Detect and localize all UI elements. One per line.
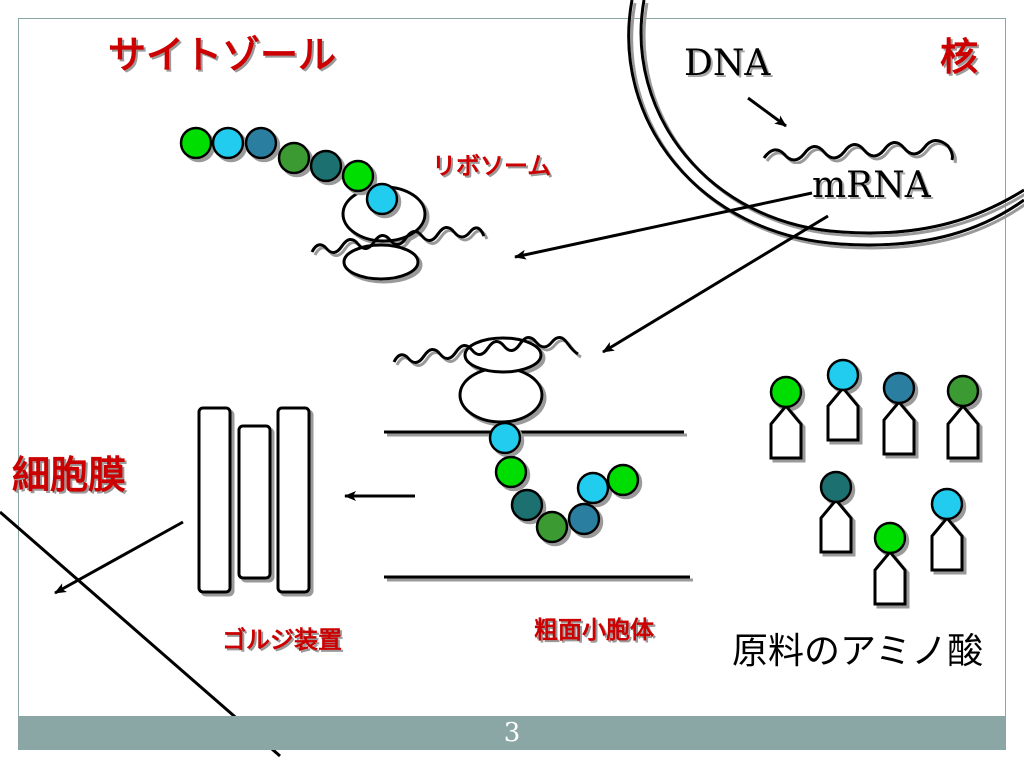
amino-acid <box>930 487 964 572</box>
amino-acid-bead <box>494 455 528 489</box>
dna-label: DNA <box>684 43 771 84</box>
amino-acid-bead <box>606 463 640 497</box>
cell-membrane-label: 細胞膜 <box>12 453 127 497</box>
amino-acid-bead <box>179 126 213 160</box>
nucleus-label: 核 <box>940 35 979 79</box>
free-amino-acids <box>769 358 980 606</box>
amino-acid-bead <box>341 159 375 193</box>
amino-acid <box>882 371 916 456</box>
amino-acids-label: 原料のアミノ酸 <box>732 631 984 672</box>
mrna-to-free-ribosome-arrow <box>514 191 813 260</box>
cytosol-label: サイトゾール <box>108 33 337 77</box>
golgi-to-membrane-arrow <box>54 520 184 595</box>
free-polypeptide-chain <box>179 126 399 216</box>
amino-acid-bead <box>535 510 569 544</box>
rough-er-label: 粗面小胞体 <box>534 616 654 644</box>
amino-acid <box>826 358 860 442</box>
golgi-apparatus <box>197 406 311 594</box>
amino-acid-bead <box>488 421 522 455</box>
nucleus-membrane <box>627 0 1024 247</box>
amino-acid <box>873 521 907 606</box>
ribosome-label: リボソーム <box>432 152 552 180</box>
amino-acid-bead <box>309 149 343 183</box>
amino-acid-bead <box>211 126 245 160</box>
amino-acid-bead <box>567 502 601 536</box>
amino-acid-bead <box>510 488 544 522</box>
page-number: 3 <box>503 718 521 748</box>
mrna-strand-nucleus <box>762 139 954 162</box>
free-ribosome <box>310 185 486 281</box>
mrna-to-er-ribosome-arrow <box>602 214 829 354</box>
cell-membrane-line <box>0 510 281 758</box>
er-ribosome <box>392 336 579 424</box>
rough-er-membranes <box>384 430 690 579</box>
footer-bar: 3 <box>18 716 1006 750</box>
amino-acid-bead <box>244 126 278 160</box>
er-polypeptide-chain <box>488 421 640 544</box>
mrna-label: mRNA <box>812 165 931 206</box>
amino-acid <box>769 375 803 460</box>
dna-to-mrna-arrow <box>747 96 787 128</box>
amino-acid <box>819 470 853 554</box>
amino-acid-bead <box>576 471 610 505</box>
amino-acid <box>946 374 980 460</box>
amino-acid-bead <box>277 141 311 175</box>
amino-acid-bead <box>365 182 399 216</box>
golgi-label: ゴルジ装置 <box>222 626 342 654</box>
